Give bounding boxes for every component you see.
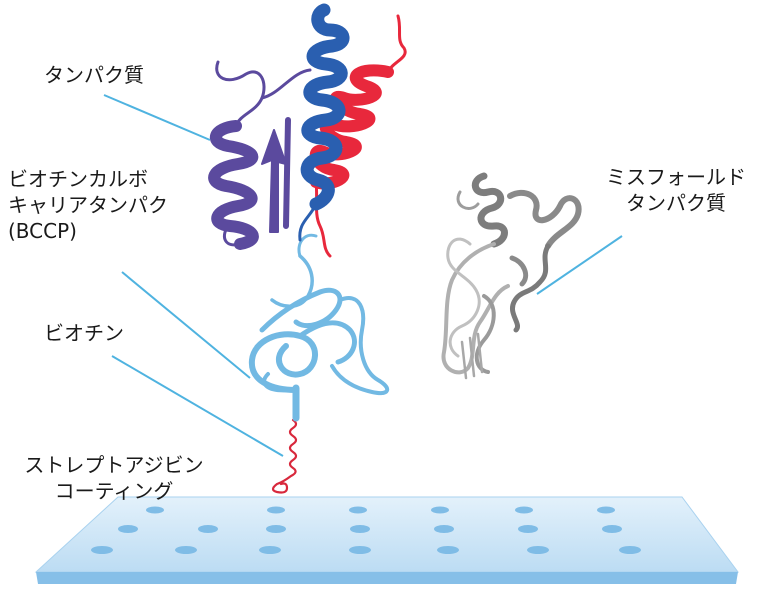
- label-streptavidin-line2: コーティング: [54, 479, 174, 503]
- label-misfolded-line2: タンパク質: [626, 191, 726, 215]
- leader-misfolded: [536, 235, 623, 295]
- label-misfolded: ミスフォールド タンパク質: [596, 164, 756, 216]
- streptavidin-surface: [34, 496, 739, 584]
- blue-helix: [298, 3, 350, 242]
- label-bccp-line2: キャリアタンパク: [8, 193, 168, 217]
- leader-lines: [103, 94, 623, 457]
- leader-protein: [103, 94, 211, 141]
- bccp-domain: [248, 233, 389, 422]
- surface-spots: [91, 506, 641, 554]
- label-bccp-line1: ビオチンカルボ: [8, 167, 148, 191]
- label-protein: タンパク質: [44, 62, 144, 88]
- label-streptavidin-line1: ストレプトアジビン: [24, 453, 204, 477]
- label-biotin: ビオチン: [44, 320, 124, 346]
- label-bccp-line3: (BCCP): [8, 219, 77, 243]
- leader-biotin: [111, 355, 284, 457]
- leader-bccp: [121, 271, 251, 379]
- biotin-linker: [271, 418, 298, 494]
- label-protein-text: タンパク質: [44, 63, 144, 87]
- label-bccp: ビオチンカルボ キャリアタンパク (BCCP): [8, 166, 168, 244]
- purple-domain: [208, 60, 312, 250]
- label-misfolded-line1: ミスフォールド: [606, 165, 746, 189]
- label-streptavidin: ストレプトアジビン コーティング: [10, 452, 218, 504]
- label-biotin-text: ビオチン: [44, 321, 124, 345]
- misfolded-protein: [441, 172, 582, 380]
